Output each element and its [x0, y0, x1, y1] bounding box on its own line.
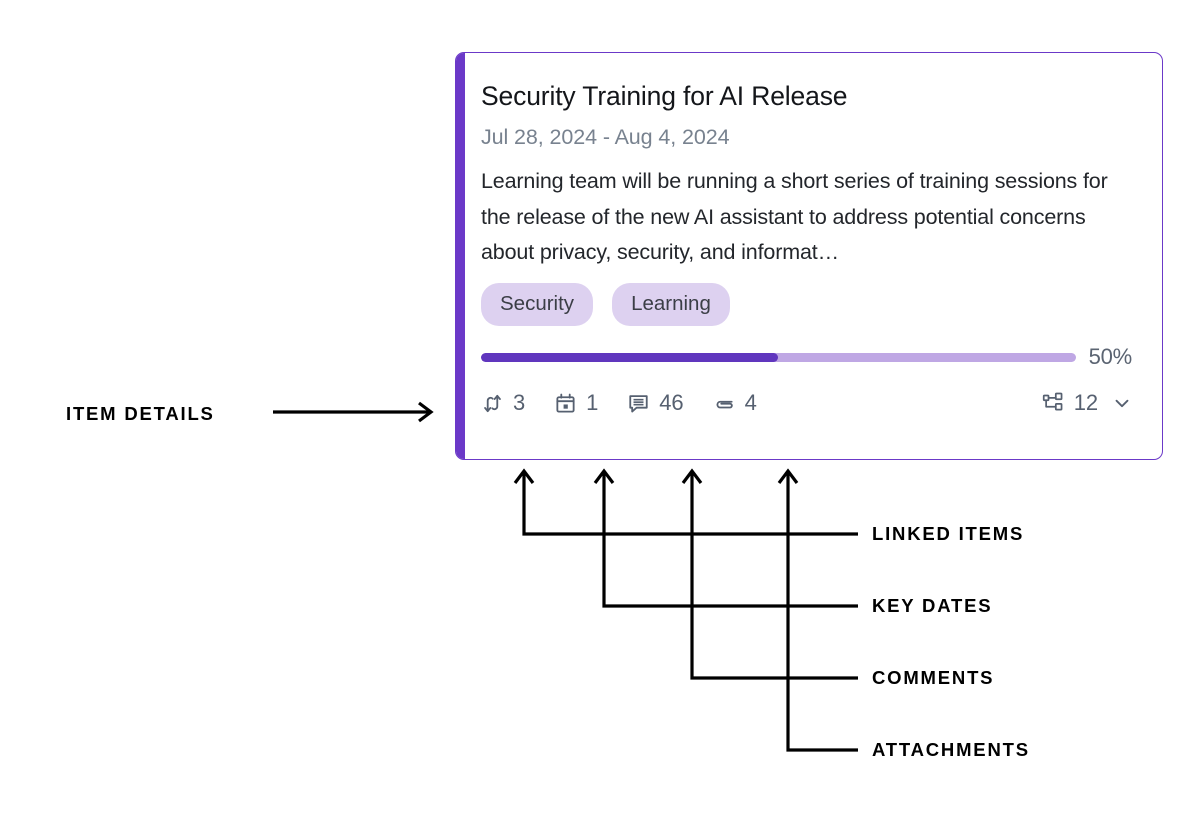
- arrowhead-key-dates: [593, 468, 615, 484]
- hierarchy-icon: [1042, 392, 1065, 415]
- progress-row: 50%: [481, 344, 1132, 370]
- attachments-count: 4: [744, 390, 757, 415]
- card-title: Security Training for AI Release: [481, 81, 848, 111]
- connector-comments: [690, 472, 858, 680]
- tag-learning[interactable]: Learning: [612, 282, 730, 326]
- progress-bar-fill: [481, 352, 779, 362]
- arrowhead-item-details: [418, 401, 434, 423]
- connector-linked-items: [522, 472, 858, 536]
- card-body: Security Training for AI Release Jul 28,…: [465, 53, 1162, 459]
- annotation-key-dates: KEY DATES: [872, 595, 993, 616]
- key-dates-meta[interactable]: 1: [554, 390, 598, 416]
- card-accent-bar: [456, 53, 465, 459]
- card-meta-right: 12: [1042, 390, 1133, 416]
- annotation-item-details: ITEM DETAILS: [66, 403, 215, 424]
- arrowhead-linked-items: [513, 468, 535, 484]
- connector-attachments: [786, 472, 858, 752]
- annotation-attachments: ATTACHMENTS: [872, 739, 1030, 760]
- linked-items-meta[interactable]: 3: [481, 390, 525, 416]
- paperclip-icon: [713, 392, 736, 415]
- linked-items-count: 3: [513, 390, 526, 415]
- key-dates-count: 1: [586, 390, 599, 415]
- subitems-count: 12: [1073, 390, 1098, 415]
- progress-percent-label: 50%: [1088, 344, 1133, 369]
- comments-count: 46: [659, 390, 684, 415]
- comments-meta[interactable]: 46: [627, 390, 684, 416]
- card-meta-left: 3 1: [481, 390, 757, 416]
- comments-icon: [627, 392, 650, 415]
- card-description: Learning team will be running a short se…: [481, 169, 1108, 264]
- arrowhead-comments: [681, 468, 703, 484]
- subitems-meta[interactable]: 12: [1042, 390, 1098, 416]
- card-date-range: Jul 28, 2024 - Aug 4, 2024: [481, 125, 730, 149]
- calendar-icon: [554, 392, 577, 415]
- annotation-comments: COMMENTS: [872, 667, 995, 688]
- chevron-down-icon[interactable]: [1111, 392, 1133, 414]
- linked-items-icon: [481, 392, 504, 415]
- annotation-linked-items: LINKED ITEMS: [872, 523, 1025, 544]
- item-detail-card[interactable]: Security Training for AI Release Jul 28,…: [455, 52, 1163, 460]
- connector-key-dates: [602, 472, 858, 608]
- card-meta-row: 3 1: [481, 390, 1133, 416]
- card-tag-list: Security Learning: [481, 282, 1132, 326]
- attachments-meta[interactable]: 4: [713, 390, 757, 416]
- progress-bar[interactable]: [481, 352, 1076, 362]
- tag-security[interactable]: Security: [481, 282, 594, 326]
- arrowhead-attachments: [777, 468, 799, 484]
